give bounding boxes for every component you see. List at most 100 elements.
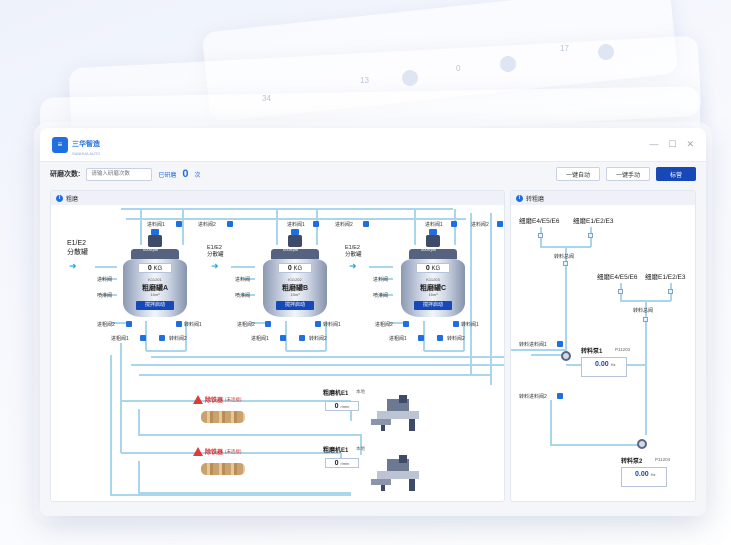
valve-icon[interactable]	[280, 335, 286, 341]
valve-icon[interactable]	[159, 335, 165, 341]
valve-label: 喷淋阀	[97, 293, 113, 299]
logo-text: 三华智造	[72, 141, 100, 148]
fine-grind-group: 细磨E4/E5/E6	[519, 218, 560, 225]
valve-label: 喷淋阀	[373, 293, 389, 299]
logo-icon: ≡	[52, 136, 68, 153]
grind-count-label: 研磨次数:	[50, 171, 81, 178]
fine-grind-group: 细磨E1/E2/E3	[645, 274, 686, 281]
valve-label: 进料阀	[373, 277, 389, 283]
valve-icon[interactable]	[588, 233, 593, 238]
valve-icon[interactable]	[418, 335, 424, 341]
pump-name: 转料泵1	[581, 349, 603, 355]
valve-label: 转料阀2	[447, 336, 465, 342]
valve-icon[interactable]	[313, 221, 319, 227]
background-icon	[598, 44, 614, 60]
pump-value-box	[581, 357, 627, 377]
motor-rpm: 000Rpm	[143, 247, 159, 252]
logo-subtext: SANHUA AUTO	[72, 151, 101, 156]
calibrate-button[interactable]: 标营	[655, 167, 696, 181]
minimize-icon[interactable]: —	[649, 139, 659, 149]
valve-icon[interactable]	[497, 221, 503, 227]
stir-start-button[interactable]: 搅拌启动	[136, 301, 174, 310]
iron-remover-alarm: 除铁器 (未连接)	[193, 447, 242, 456]
valve-icon[interactable]	[437, 335, 443, 341]
pump-valve-label: 转料进料阀2	[519, 394, 547, 400]
maximize-icon[interactable]: ☐	[668, 139, 677, 149]
valve-icon[interactable]	[265, 321, 271, 327]
valve-label: 进料阀	[235, 277, 251, 283]
panel-title: 粗磨	[66, 196, 79, 203]
valve-icon[interactable]	[557, 341, 563, 347]
title-bar: ≡ 三华智造 SANHUA AUTO — ☐ ✕	[40, 128, 706, 162]
done-unit: 次	[194, 172, 201, 179]
valve-icon[interactable]	[126, 321, 132, 327]
grind-count-input[interactable]	[86, 167, 153, 181]
valve-icon[interactable]	[403, 321, 409, 327]
valve-icon[interactable]	[538, 233, 543, 238]
valve-label: 进料阀2	[198, 222, 216, 228]
iron-remover-icon	[201, 463, 245, 475]
tank-code: K11203	[426, 277, 440, 282]
grinder-speed: 0 r/min	[325, 401, 359, 411]
grinder-machine-icon	[371, 395, 419, 431]
valve-icon[interactable]	[563, 261, 568, 266]
motor-icon	[426, 235, 440, 247]
tank-weight: 0 KG	[416, 263, 450, 273]
valve-icon[interactable]	[557, 393, 563, 399]
valve-icon[interactable]	[299, 335, 305, 341]
manual-button[interactable]: 一键手动	[605, 167, 650, 181]
valve-label: 进粗阀1	[251, 336, 269, 342]
valve-label: 喷淋阀	[235, 293, 251, 299]
valve-label: 进粗阀2	[237, 322, 255, 328]
background-number: 0	[456, 64, 461, 73]
valve-icon[interactable]	[315, 321, 321, 327]
fine-grind-group: 细磨E4/E5/E6	[597, 274, 638, 281]
tank-weight: 0 KG	[138, 263, 172, 273]
pump-valve-label: 转料进料阀1	[519, 342, 547, 348]
transfer-panel: i 转粗磨 细磨E4/E5/E6 细磨E1/E2/E3 转料总阀	[510, 190, 696, 502]
valve-label: 进料阀2	[335, 222, 353, 228]
grinder-machine-icon	[371, 455, 419, 491]
pump-icon[interactable]	[561, 351, 571, 361]
tank-volume: 15m³	[428, 292, 438, 297]
valve-icon[interactable]	[453, 321, 459, 327]
grinder-name: 粗磨机E1	[323, 391, 349, 397]
valve-icon[interactable]	[363, 221, 369, 227]
pipe-network	[95, 208, 504, 496]
tank-weight: 0 KG	[278, 263, 312, 273]
tank-top	[271, 249, 319, 259]
grinder-mode: 本地	[356, 389, 365, 394]
stir-start-button[interactable]: 搅拌启动	[414, 301, 452, 310]
motor-tag-icon	[291, 229, 299, 235]
valve-icon[interactable]	[140, 335, 146, 341]
grinder-mode: 本地	[356, 446, 365, 451]
close-icon[interactable]: ✕	[686, 139, 694, 149]
pump-value-box	[621, 467, 667, 487]
main-window: ≡ 三华智造 SANHUA AUTO — ☐ ✕ 研磨次数: 已研磨 0 次 一…	[40, 128, 706, 516]
valve-label: 进料阀	[97, 277, 113, 283]
done-label: 已研磨	[158, 172, 177, 179]
valve-icon[interactable]	[227, 221, 233, 227]
warning-icon	[193, 395, 203, 404]
grinder-speed: 0 r/min	[325, 458, 359, 468]
tank-top	[131, 249, 179, 259]
stir-start-button[interactable]: 搅拌启动	[276, 301, 314, 310]
valve-icon[interactable]	[176, 321, 182, 327]
info-icon: i	[516, 194, 523, 202]
iron-remover-alarm: 除铁器 (未连接)	[193, 395, 242, 404]
valve-icon[interactable]	[643, 317, 648, 322]
valve-label: 转料阀1	[461, 322, 479, 328]
valve-icon[interactable]	[176, 221, 182, 227]
flow-arrow-icon: ➜	[211, 261, 219, 271]
valve-label: 进料阀1	[147, 222, 165, 228]
valve-icon[interactable]	[451, 221, 457, 227]
info-icon: i	[56, 194, 63, 202]
pump-icon[interactable]	[637, 439, 647, 449]
tank-name: 粗磨罐A	[141, 285, 169, 292]
auto-button[interactable]: 一键自动	[555, 167, 600, 181]
tank-volume: 15m³	[150, 292, 160, 297]
valve-icon[interactable]	[618, 289, 623, 294]
valve-icon[interactable]	[668, 289, 673, 294]
